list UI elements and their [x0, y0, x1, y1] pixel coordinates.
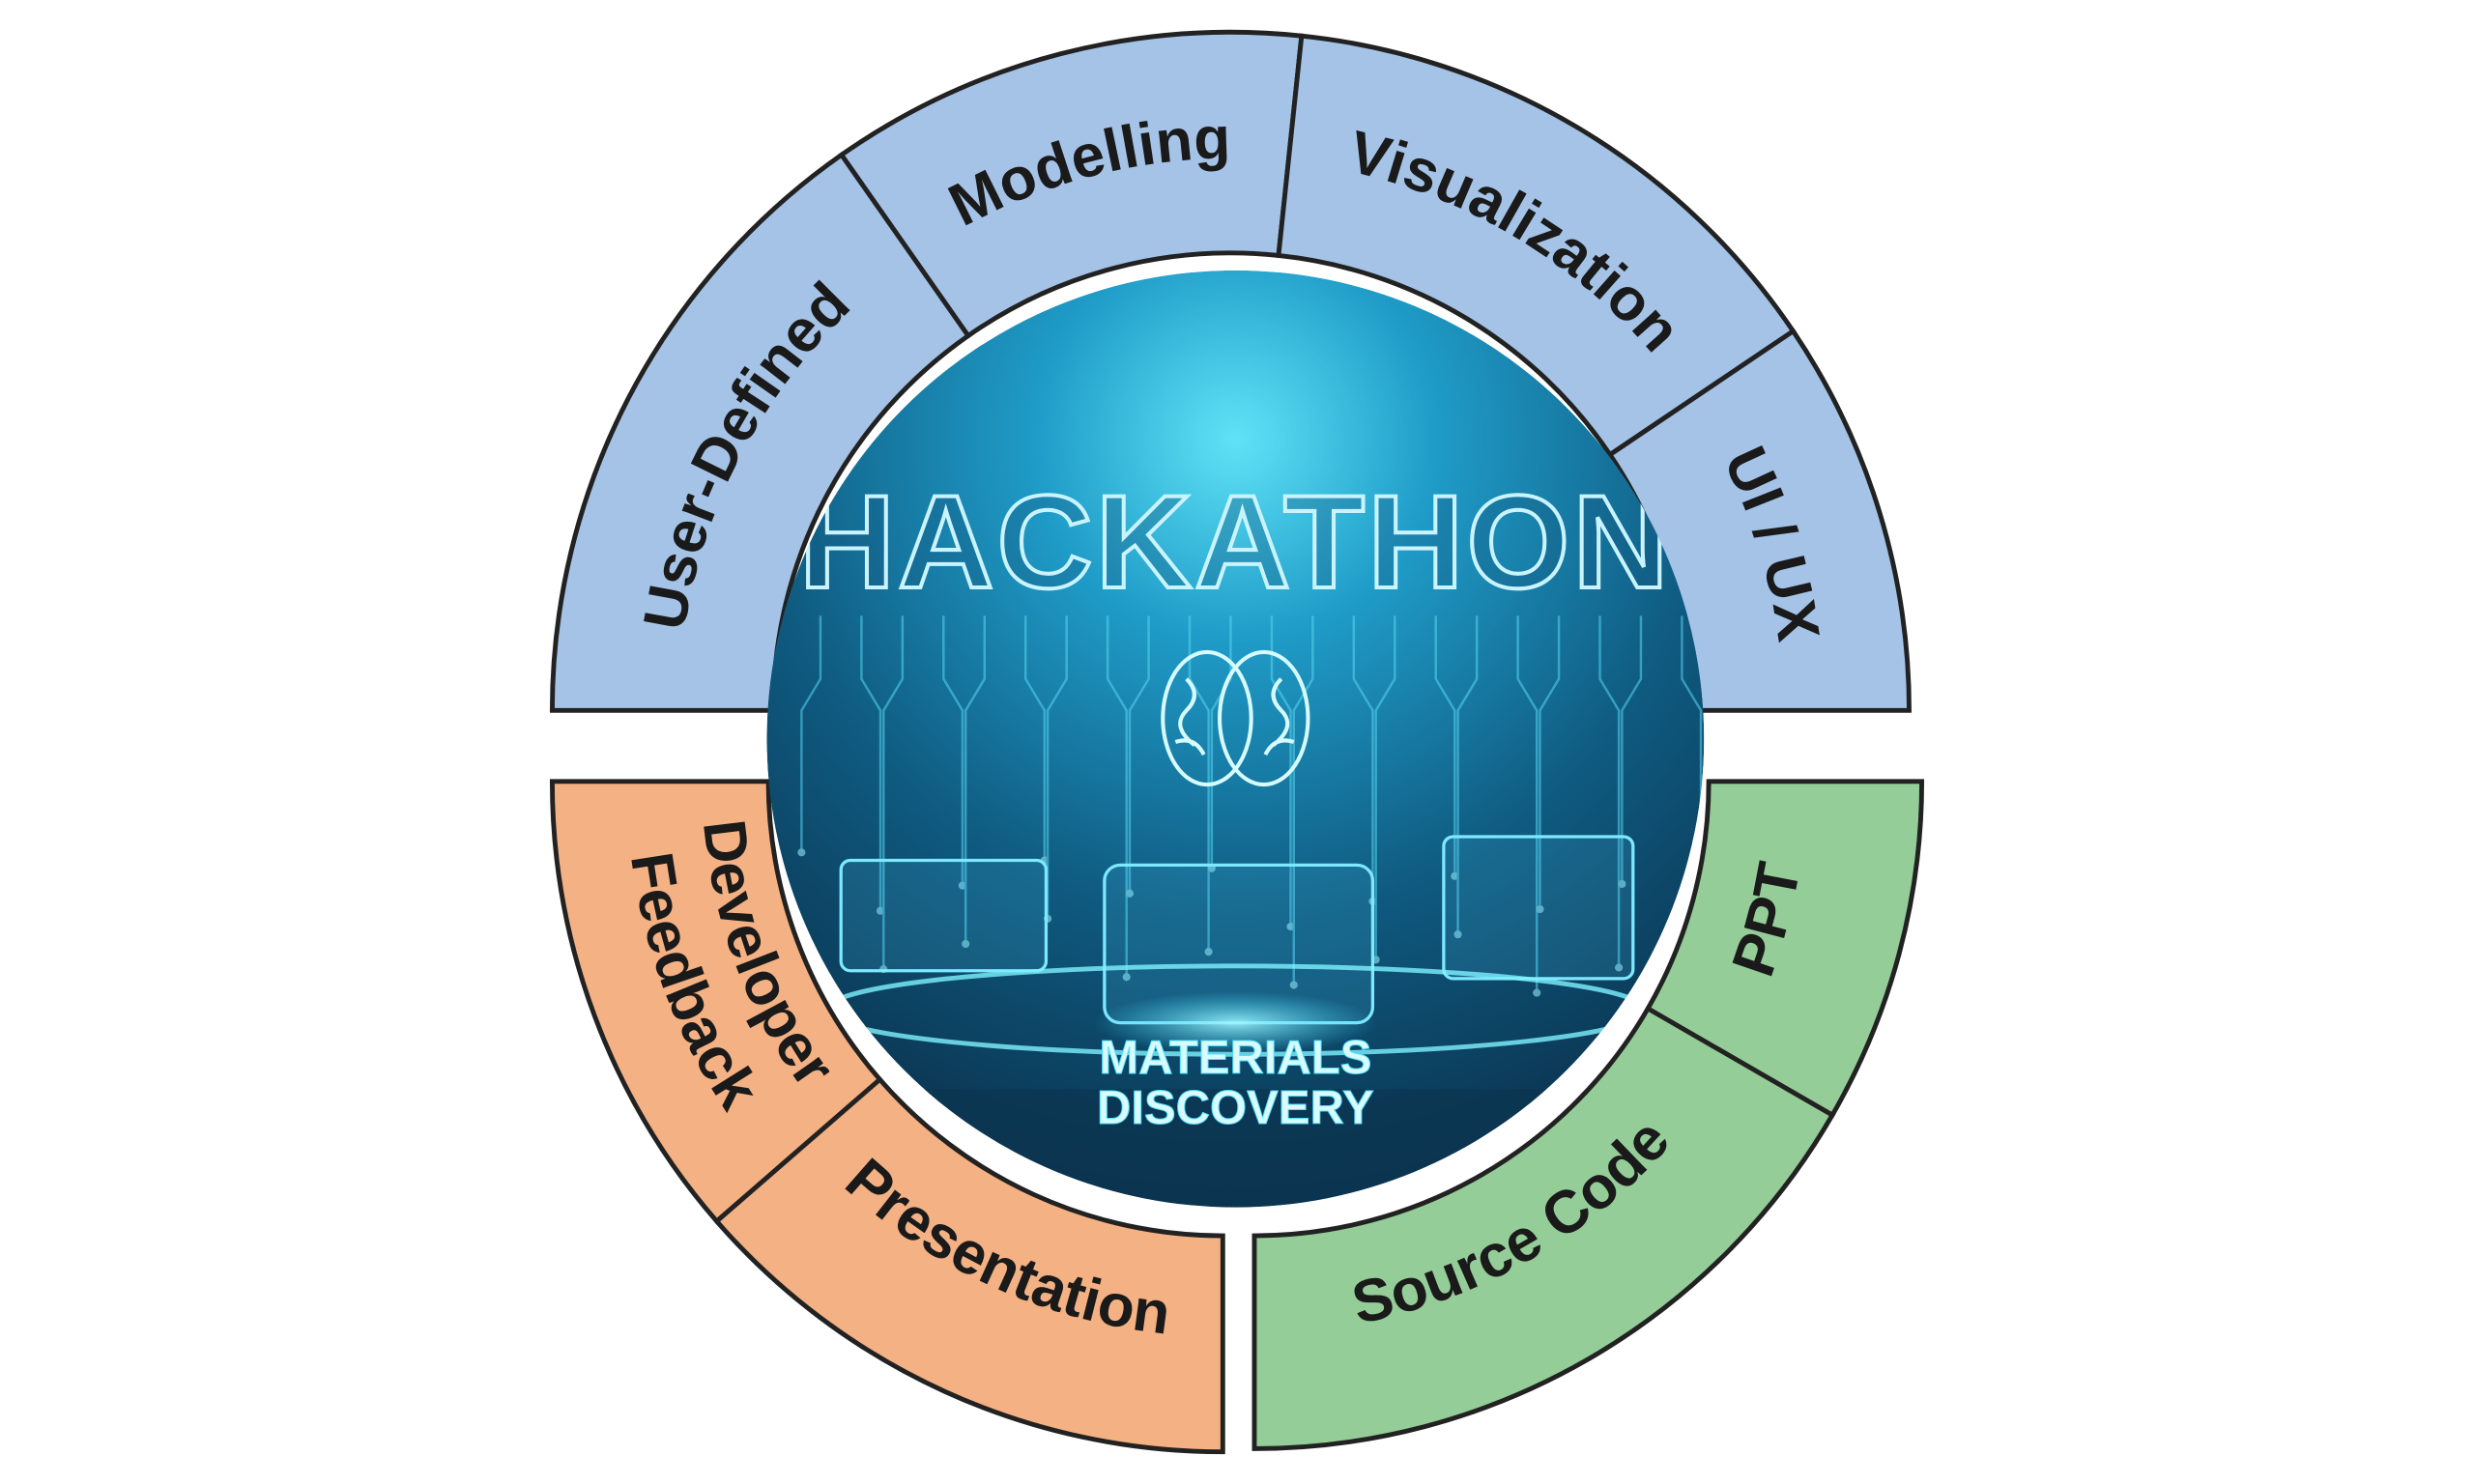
- circuit-line: [1539, 615, 1561, 910]
- circuit-line: [1516, 615, 1539, 993]
- circuit-line: [1456, 615, 1479, 935]
- segment-ppt: [1644, 779, 1925, 1119]
- circuit-node: [1618, 879, 1626, 889]
- circuit-line: [1024, 615, 1047, 861]
- circuit-line: [1270, 615, 1292, 928]
- circuit-line: [942, 615, 964, 886]
- circuit-line: [1374, 615, 1396, 960]
- circuit-line: [1621, 615, 1643, 884]
- circuit-node: [1125, 889, 1135, 898]
- circuit-node: [1533, 988, 1541, 997]
- circuit-node: [1204, 948, 1213, 956]
- circuit-line: [882, 615, 905, 970]
- circuit-line: [964, 615, 986, 944]
- circuit-node: [962, 939, 970, 949]
- circuit-line: [800, 615, 822, 853]
- brain-icon: [1161, 649, 1310, 787]
- circuit-line: [1188, 615, 1210, 953]
- circuit-node: [1289, 981, 1298, 989]
- circuit-line: [860, 615, 882, 911]
- circuit-line: [1106, 615, 1128, 978]
- dashboard-panel-left: [839, 858, 1049, 973]
- segment-source-code: [1251, 1005, 1836, 1451]
- segment-visualization: [1276, 33, 1797, 458]
- discovery-label: DISCOVERY: [1097, 1082, 1374, 1134]
- circuit-line: [1128, 615, 1150, 894]
- circuit-node: [1536, 904, 1544, 914]
- circuit-line: [1598, 615, 1621, 968]
- circuit-node: [1453, 930, 1462, 939]
- circuit-line: [1046, 615, 1068, 919]
- segment-presentation: [713, 1075, 1225, 1455]
- hologram-glow: [1093, 990, 1378, 1055]
- circuit-node: [797, 848, 806, 857]
- center-image: HACKATHON MATERIALS DISCOVERY: [766, 270, 1705, 1208]
- circuit-node: [1122, 973, 1131, 982]
- hackathon-title: HACKATHON: [799, 469, 1672, 616]
- dashboard-panel-right: [1442, 835, 1635, 981]
- circuit-line: [1352, 615, 1374, 901]
- circuit-node: [1615, 963, 1624, 972]
- materials-label: MATERIALS: [1099, 1032, 1371, 1084]
- segment-user-defined: [549, 151, 972, 713]
- circuit-line: [1434, 615, 1456, 876]
